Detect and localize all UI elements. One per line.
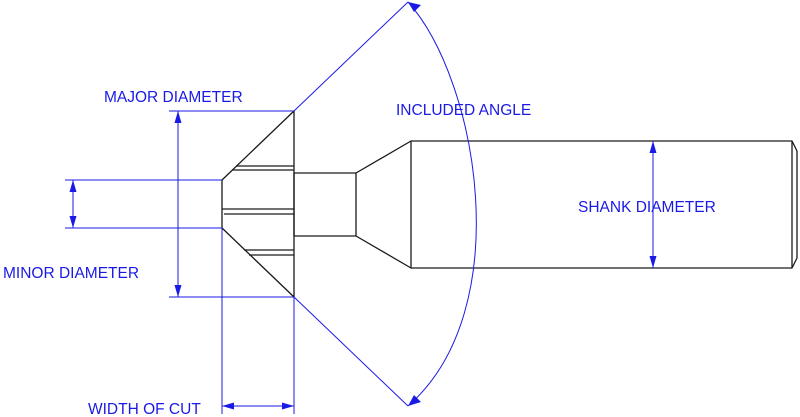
dimension-lines [65, 1, 657, 414]
angle-arc [407, 1, 477, 407]
shank-arrow-bottom [649, 256, 657, 268]
major-arrow-top [174, 111, 182, 123]
minor-arrow-bottom [69, 216, 77, 228]
width-arrow-right [282, 402, 294, 410]
labels: MAJOR DIAMETER INCLUDED ANGLE MINOR DIAM… [3, 89, 716, 417]
included-angle-label: INCLUDED ANGLE [396, 102, 531, 119]
angle-arrow-top [408, 2, 421, 12]
width-of-cut-label: WIDTH OF CUT [88, 401, 201, 417]
angle-arrow-bottom [408, 395, 421, 406]
width-arrow-left [222, 402, 234, 410]
minor-diameter-label: MINOR DIAMETER [3, 265, 139, 282]
minor-arrow-top [69, 180, 77, 192]
shank-arrow-top [649, 141, 657, 153]
neck [293, 172, 357, 237]
angle-extension-lower [293, 296, 409, 407]
shank-diameter-label: SHANK DIAMETER [578, 199, 716, 216]
cutting-head-outline [221, 110, 295, 298]
angle-extension-upper [293, 1, 409, 112]
flute-upper [232, 165, 294, 171]
neck-taper [355, 140, 412, 269]
flute-lower [244, 249, 294, 256]
major-diameter-label: MAJOR DIAMETER [104, 89, 243, 106]
flute-middle [222, 208, 294, 215]
major-arrow-bottom [174, 285, 182, 297]
